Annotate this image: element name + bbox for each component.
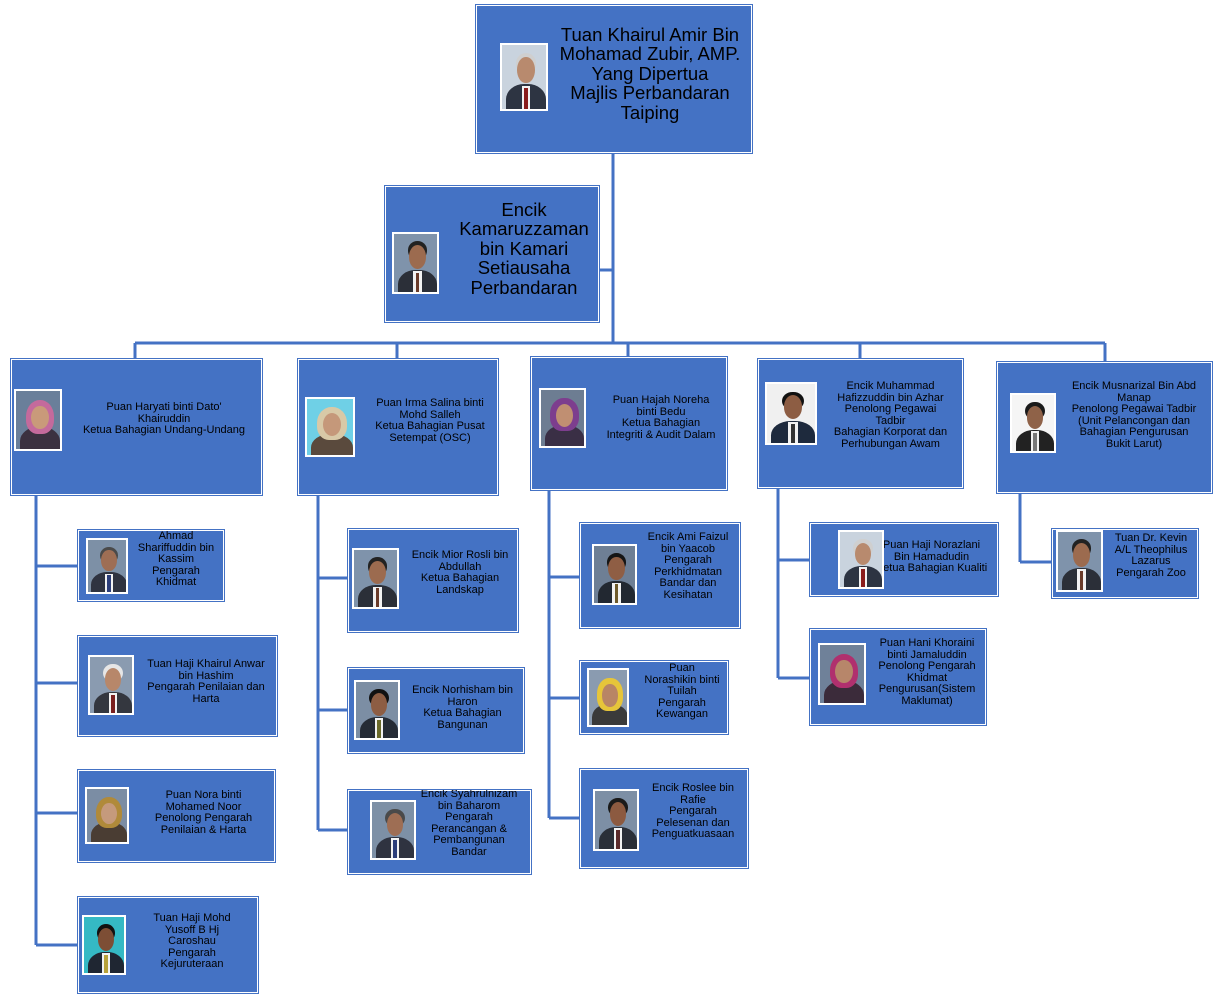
portrait-man-icon [86, 538, 128, 594]
portrait-man-icon [82, 915, 126, 975]
portrait-woman-icon [587, 668, 629, 727]
portrait-woman-icon [305, 397, 355, 457]
portrait-man-icon [88, 655, 134, 715]
portrait-man-icon [1056, 530, 1103, 592]
portrait-man-icon [765, 382, 817, 445]
portrait-man-icon [352, 548, 399, 609]
portrait-man-icon [370, 800, 416, 860]
portrait-woman-icon [818, 643, 866, 705]
portrait-man-icon [592, 544, 637, 605]
portrait-man-icon [392, 232, 439, 294]
portrait-man-icon [593, 789, 639, 851]
portrait-woman-icon [85, 787, 129, 844]
portrait-man-icon [1010, 393, 1056, 453]
portrait-woman-icon [14, 389, 62, 451]
portrait-man-icon [354, 680, 400, 740]
portrait-man-icon [838, 530, 884, 589]
portrait-man-icon [500, 43, 548, 111]
portrait-woman-icon [539, 388, 586, 448]
